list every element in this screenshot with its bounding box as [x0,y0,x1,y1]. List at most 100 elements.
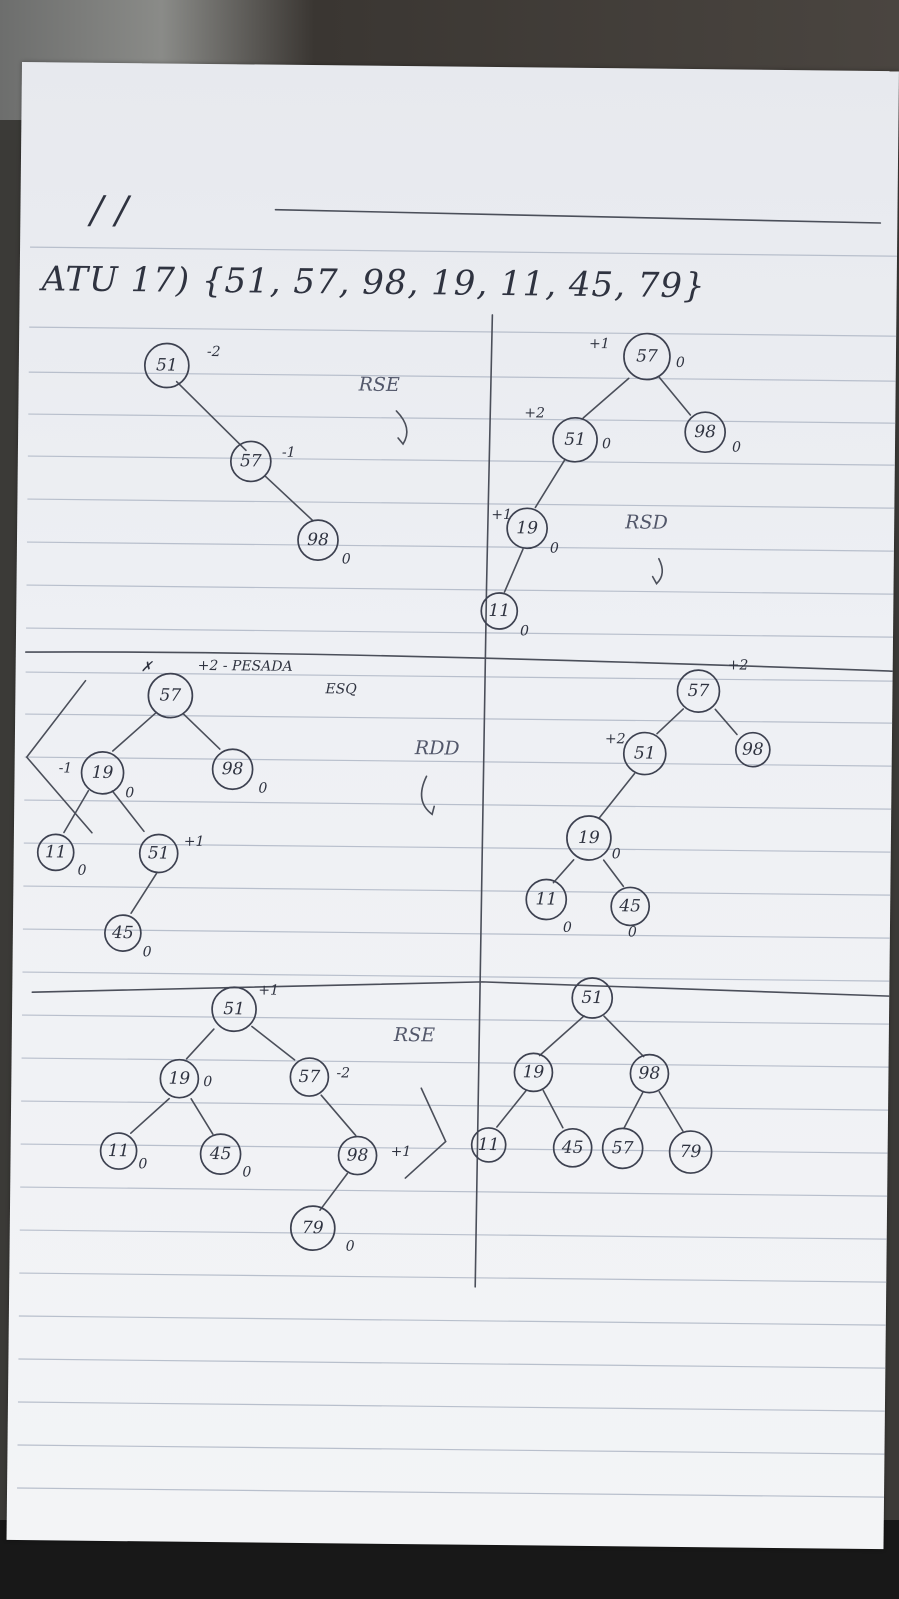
balance-mark: +2 [524,405,545,421]
node-label: 57 [159,685,181,705]
notebook-page: / / ATU 17) {51, 57, 98, 19, 11, 45, 79}… [6,62,899,1550]
divider-2 [31,981,891,997]
node-label: 98 [639,1064,661,1084]
node-label: 19 [578,828,600,848]
node-label: 45 [209,1144,232,1164]
balance-factor: +2 [605,731,626,747]
tree-node [229,440,272,483]
tree-panel-1: 51 -2 57 -1 98 0 RSE [143,342,408,567]
rotation-arrow-icon [404,1087,447,1179]
date-marks: / / [86,188,131,232]
node-label: 11 [108,1141,130,1161]
balance-factor: +1 [391,1144,412,1160]
tree-node [623,332,671,381]
balance-factor: 0 [628,924,637,940]
node-label: 57 [612,1138,634,1158]
rotation-arrow-icon [420,775,436,816]
node-label: 51 [223,999,245,1019]
balance-factor: -2 [336,1065,350,1081]
node-label: 79 [302,1218,324,1238]
node-label: 45 [111,923,134,943]
balance-factor: 0 [258,781,267,797]
tree-panel-4: 57 +2 51 +2 98 19 0 11 0 45 0 [525,657,771,940]
tree-node [199,1133,242,1175]
tree-node [159,1058,200,1099]
balance-factor: -2 [207,344,221,360]
node-label: 45 [618,896,641,916]
rotation-note: RSE [358,374,401,396]
tree-node [470,1127,507,1163]
balance-factor: 0 [138,1156,147,1172]
balance-factor: 0 [612,846,621,862]
tree-node [297,519,339,561]
balance-factor: 0 [346,1238,355,1254]
tree-node [622,731,667,776]
tree-node [211,748,254,791]
balance-factor: +2 [728,657,749,673]
tree-node [506,507,548,550]
balance-factor: 0 [520,623,529,639]
balance-factor: 0 [676,355,685,371]
rotation-arrow-icon [395,410,408,446]
node-label: 98 [307,530,329,550]
date-line [274,208,882,224]
balance-factor: 0 [125,785,134,801]
balance-factor: -1 [282,445,296,461]
tree-node [99,1132,138,1170]
node-label: 45 [561,1138,584,1158]
node-label: 11 [488,601,510,621]
tree-panel-2: 57 0 98 0 51 0 19 0 11 0 +1 +2 +1 RSD [480,332,741,639]
tree-node [138,833,179,874]
rotation-note: RSE [393,1024,436,1046]
node-label: 19 [516,518,538,538]
tree-node [566,815,612,861]
balance-mark: +1 [491,507,512,523]
node-label: 57 [636,346,658,366]
tree-node [571,977,614,1019]
node-label: 51 [564,430,586,450]
tree-node [601,1127,644,1170]
node-label: 79 [680,1142,702,1162]
tree-node [289,1057,330,1097]
node-label: 98 [694,422,716,442]
balance-factor: +1 [258,983,279,999]
tree-node [104,914,142,952]
strike-mark: ✗ [141,659,154,675]
node-label: 19 [523,1062,545,1082]
balance-factor: 0 [77,863,86,879]
balance-factor: 0 [203,1074,212,1090]
node-label: 51 [581,988,603,1008]
tree-node [143,342,190,389]
tree-node [480,592,519,630]
node-label: 98 [222,759,244,779]
node-label: 51 [156,355,178,375]
node-label: 57 [240,451,262,471]
balance-factor: +1 [184,834,205,850]
panel-heading: +2 - PESADA [198,658,293,675]
node-label: 11 [478,1135,500,1155]
exercise-title: ATU 17) {51, 57, 98, 19, 11, 45, 79} [39,259,706,306]
tree-node [147,672,194,719]
tree-node [289,1205,336,1251]
balance-factor: 0 [242,1164,251,1180]
vertical-divider [474,314,494,1288]
tree-panel-5: 51 +1 19 0 57 -2 11 0 45 0 98 +1 79 0 RS… [99,983,447,1255]
tree-node [36,833,75,872]
tree-node [629,1053,670,1094]
tree-panel-6: 51 19 98 11 45 57 79 [470,977,713,1174]
rotation-note: RSD [624,511,668,533]
tree-node [552,1127,593,1168]
node-label: 57 [688,681,710,701]
node-label: 19 [92,763,114,783]
tree-node [513,1052,554,1093]
node-label: 57 [298,1067,320,1087]
panel-subheading: ESQ [324,681,357,697]
node-label: 11 [535,889,557,909]
tree-node [211,986,257,1033]
handwritten-sheet: / / ATU 17) {51, 57, 98, 19, 11, 45, 79}… [17,188,898,1498]
balance-factor: 0 [563,920,572,936]
balance-factor: 0 [550,541,559,557]
ruled-lines [17,246,898,1498]
tree-node [552,416,598,463]
node-label: 51 [634,743,656,763]
